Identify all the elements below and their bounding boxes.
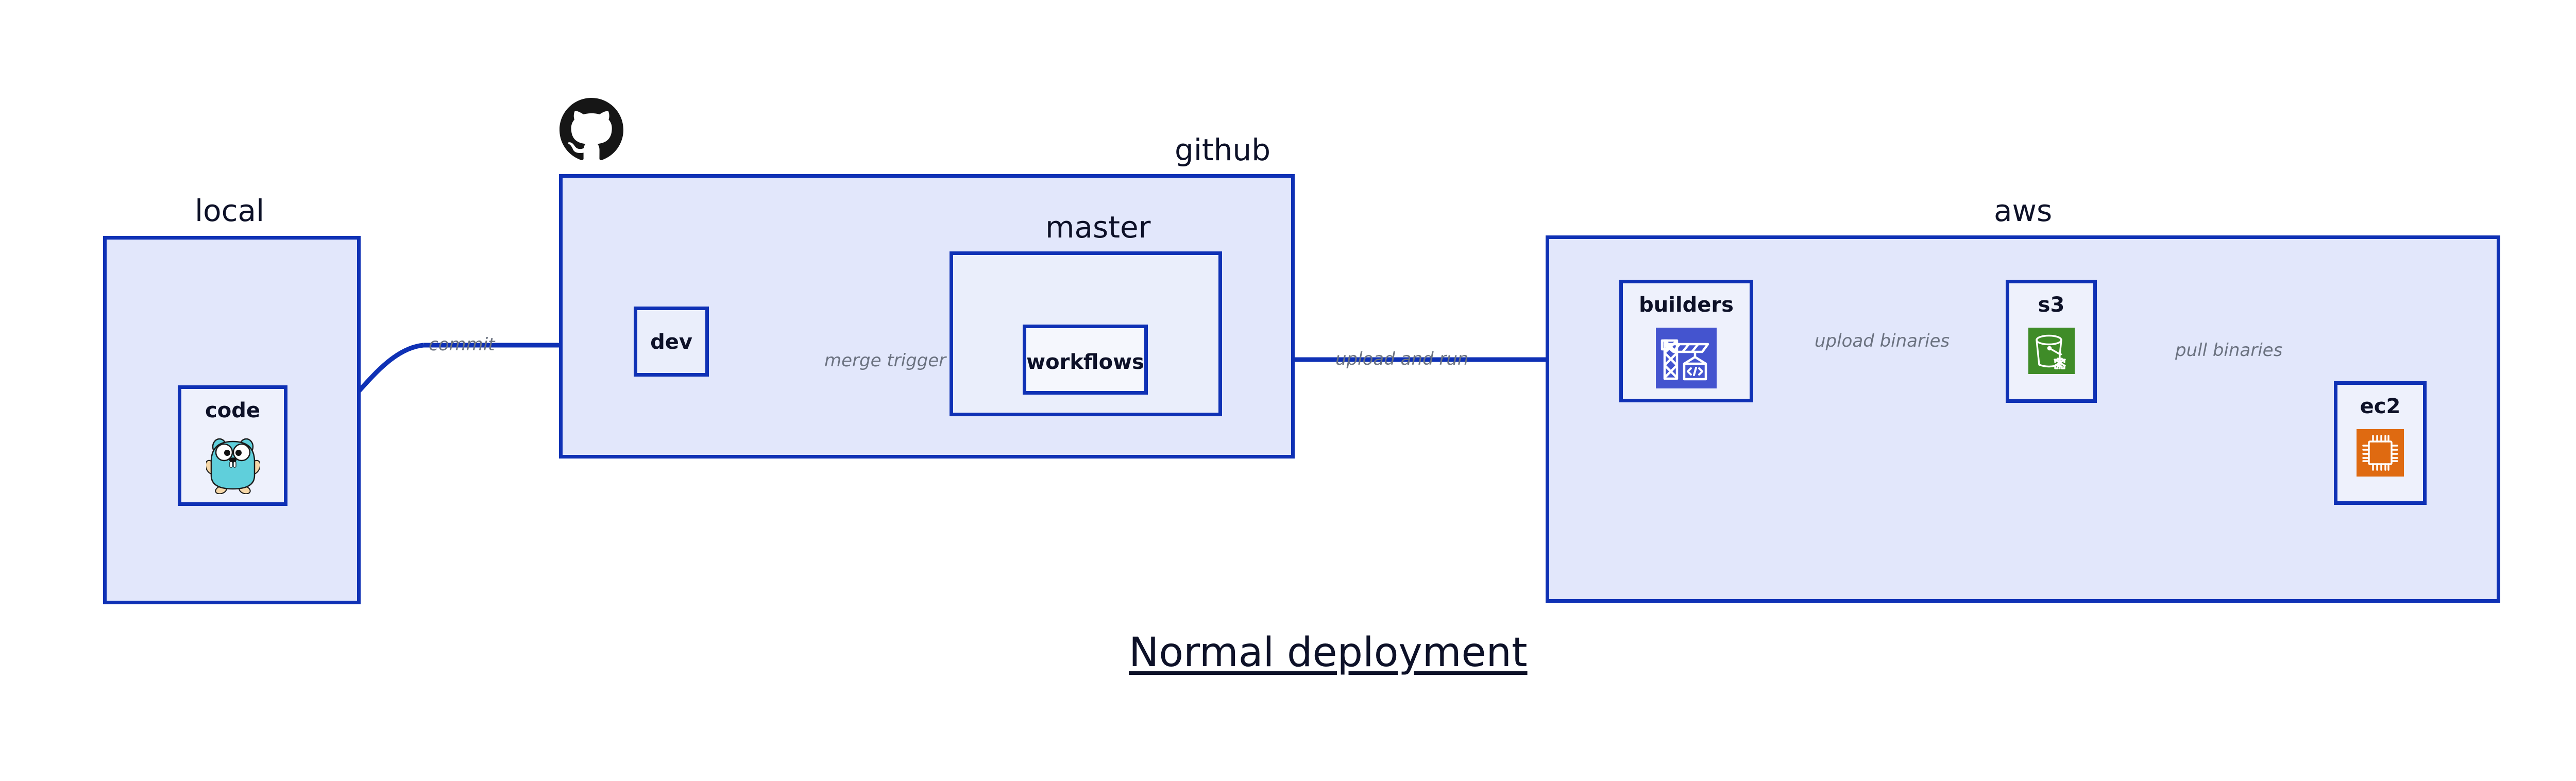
node-label-builders: builders [1639, 293, 1734, 317]
node-builders[interactable]: builders [1619, 280, 1753, 402]
node-label-s3: s3 [2038, 293, 2065, 317]
s3-bucket-icon [2028, 328, 2075, 376]
edge-label-merge-trigger: merge trigger [824, 350, 946, 371]
group-label-github: github [1175, 132, 1271, 167]
group-label-aws: aws [1994, 193, 2053, 228]
edge-label-pull-binaries: pull binaries [2175, 340, 2283, 361]
edge-label-commit: commit [429, 334, 495, 355]
crane-code-icon [1656, 328, 1717, 390]
node-ec2[interactable]: ec2 [2334, 381, 2427, 505]
node-label-workflows: workflows [1026, 350, 1144, 374]
group-label-master: master [1045, 210, 1151, 245]
node-s3[interactable]: s3 [2006, 280, 2097, 403]
node-workflows[interactable]: workflows [1023, 325, 1148, 395]
edge-label-upload-and-run: upload and run [1335, 349, 1469, 369]
page-title: Normal deployment [1129, 630, 1528, 676]
node-label-code: code [205, 399, 260, 422]
go-gopher-icon [205, 433, 261, 496]
edge-label-upload-binaries: upload binaries [1815, 331, 1950, 351]
github-octocat-logo [560, 98, 623, 164]
node-label-dev: dev [650, 330, 692, 354]
cpu-chip-icon [2357, 429, 2404, 479]
group-label-local: local [195, 193, 265, 228]
node-dev[interactable]: dev [634, 307, 709, 377]
node-label-ec2: ec2 [2360, 395, 2401, 418]
node-code[interactable]: code [178, 385, 287, 506]
